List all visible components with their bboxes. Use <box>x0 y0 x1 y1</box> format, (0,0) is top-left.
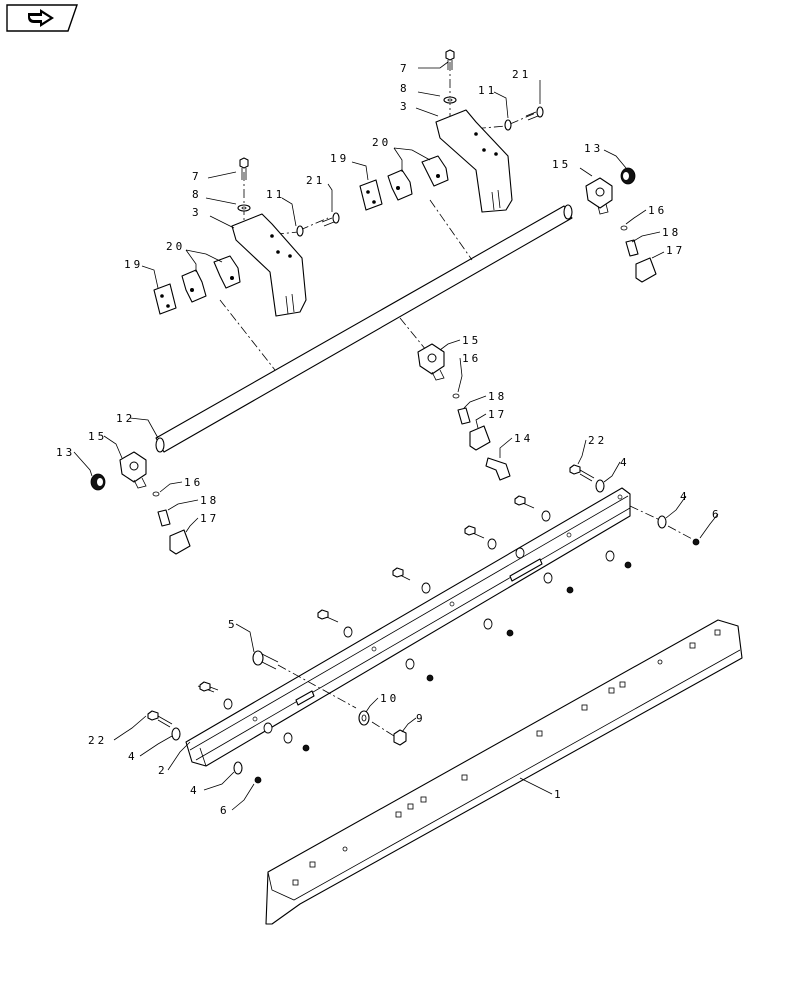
nut-9-part <box>393 729 407 746</box>
right-bolt-7-part <box>445 49 455 70</box>
callout-19: 19 <box>124 258 143 271</box>
callout-leaders <box>73 61 719 811</box>
callout-8: 8 <box>400 82 410 95</box>
callout-22: 22 <box>88 734 107 747</box>
callout-18: 18 <box>488 390 507 403</box>
page-back-arrow-icon <box>6 4 78 32</box>
callout-10: 10 <box>380 692 399 705</box>
cap-13-left-part <box>90 473 106 491</box>
angle-bolts-group <box>197 495 632 752</box>
o-ring-16-left-part <box>152 491 160 497</box>
callout-6: 6 <box>220 804 230 817</box>
carriage-bolt-5-part <box>252 650 357 709</box>
callout-4: 4 <box>620 456 630 469</box>
left-bolt-21-part <box>321 212 340 227</box>
left-bolt-7-part <box>239 157 249 180</box>
right-washer-8-part <box>443 96 457 104</box>
nut-17-middle-part <box>469 425 491 451</box>
callout-16: 16 <box>462 352 481 365</box>
callout-17: 17 <box>488 408 507 421</box>
o-ring-16-right-part <box>620 225 628 231</box>
callout-labels: 7 8 3 11 21 20 19 7 8 3 11 21 20 19 13 1… <box>56 62 722 817</box>
left-washer-8-part <box>237 204 251 212</box>
nut-17-right-part <box>635 257 657 283</box>
right-bolt-21-part <box>525 106 544 121</box>
callout-15: 15 <box>88 430 107 443</box>
callout-18: 18 <box>200 494 219 507</box>
callout-20: 20 <box>372 136 391 149</box>
right-end-hardware <box>569 464 700 546</box>
nozzle-body-15-right-part <box>585 177 613 215</box>
callout-15: 15 <box>552 158 571 171</box>
callout-1: 1 <box>554 788 564 801</box>
callout-16: 16 <box>184 476 203 489</box>
right-clamp-20-part <box>387 155 449 201</box>
callout-16: 16 <box>648 204 667 217</box>
callout-11: 11 <box>478 84 497 97</box>
right-bracket-3-part <box>435 109 513 213</box>
callout-12: 12 <box>116 412 135 425</box>
left-bracket-3-part <box>231 213 307 317</box>
callout-20: 20 <box>166 240 185 253</box>
callout-17: 17 <box>666 244 685 257</box>
callout-3: 3 <box>192 206 202 219</box>
callout-7: 7 <box>400 62 410 75</box>
callout-6: 6 <box>712 508 722 521</box>
left-end-hardware <box>147 710 262 784</box>
nozzle-body-15-middle-part <box>417 343 445 381</box>
callout-21: 21 <box>512 68 531 81</box>
o-ring-16-middle-part <box>452 393 460 399</box>
callout-18: 18 <box>662 226 681 239</box>
left-plate-19-part <box>153 283 177 315</box>
page-nav-button[interactable] <box>6 4 78 32</box>
callout-19: 19 <box>330 152 349 165</box>
callout-4: 4 <box>128 750 138 763</box>
elbow-14-part <box>485 457 511 481</box>
callout-17: 17 <box>200 512 219 525</box>
right-plate-19-part <box>359 179 383 211</box>
callout-2: 2 <box>158 764 168 777</box>
shaft-tube-12-part <box>155 204 573 453</box>
callout-13: 13 <box>584 142 603 155</box>
callout-15: 15 <box>462 334 481 347</box>
cutting-edge-blade-part <box>265 619 743 925</box>
callout-5: 5 <box>228 618 238 631</box>
washer-10-part <box>358 710 370 726</box>
callout-11: 11 <box>266 188 285 201</box>
callout-13: 13 <box>56 446 75 459</box>
strainer-18-left-part <box>157 509 171 527</box>
callout-14: 14 <box>514 432 533 445</box>
strainer-18-right-part <box>625 239 639 257</box>
strainer-18-middle-part <box>457 407 471 425</box>
callout-21: 21 <box>306 174 325 187</box>
callout-8: 8 <box>192 188 202 201</box>
nozzle-body-15-left-part <box>119 451 147 489</box>
nut-17-left-part <box>169 529 191 555</box>
left-bushing-11-part <box>296 225 304 237</box>
callout-4: 4 <box>680 490 690 503</box>
callout-22: 22 <box>588 434 607 447</box>
right-bushing-11-part <box>504 119 512 131</box>
cap-13-right-part <box>620 167 636 185</box>
callout-4: 4 <box>190 784 200 797</box>
callout-3: 3 <box>400 100 410 113</box>
callout-7: 7 <box>192 170 202 183</box>
callout-9: 9 <box>416 712 426 725</box>
left-clamp-20-part <box>181 255 241 303</box>
